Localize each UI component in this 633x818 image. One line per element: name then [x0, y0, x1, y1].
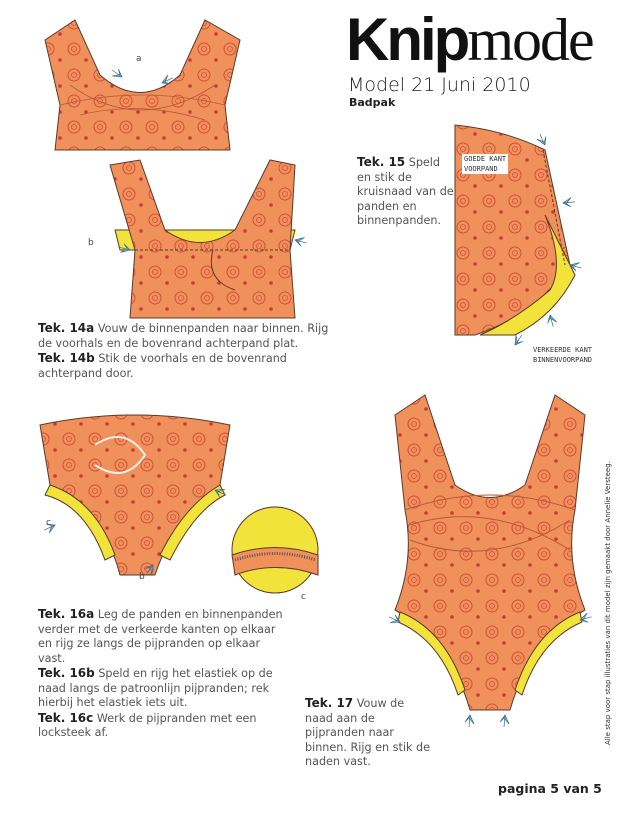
subtitle: Badpak: [349, 96, 396, 109]
goede-kant-line2: VOORPAND: [464, 165, 498, 173]
figure-16c-detail: [231, 506, 319, 594]
knipmode-logo: Knipmode: [346, 6, 595, 73]
step-16-text: Tek. 16a Leg de panden en binnenpanden v…: [38, 607, 283, 741]
verkeerde-kant-line2: BINNENVOORPAND: [533, 356, 593, 364]
step-16a-body: Leg de panden en binnenpanden verder met…: [38, 608, 283, 665]
page-number: pagina 5 van 5: [498, 781, 602, 796]
model-title: Model 21 Juni 2010: [348, 74, 531, 96]
step-15-text: Tek. 15 Speld en stik de kruisnaad van d…: [357, 155, 457, 229]
label-a: a: [136, 54, 142, 64]
step-15-tag: Tek. 15: [357, 155, 406, 169]
step-16b-tag: Tek. 16b: [38, 666, 95, 680]
step-16c-body: Werk de pijpranden met een locksteek af.: [38, 711, 257, 740]
figure-17-illustration: [387, 394, 594, 728]
figure-16-illustration: [39, 414, 231, 578]
label-b: b: [88, 238, 94, 248]
logo-light: mode: [467, 7, 594, 73]
figure-14b-illustration: [109, 159, 308, 319]
label-verkeerde-kant: VERKEERDE KANT BINNENVOORPAND: [533, 345, 592, 365]
step-14-text: Tek. 14a Vouw de binnenpanden naar binne…: [38, 321, 338, 381]
label-b-16: b: [139, 572, 145, 582]
step-14a-tag: Tek. 14a: [38, 321, 95, 335]
goede-kant-line1: GOEDE KANT: [464, 155, 507, 163]
label-goede-kant: GOEDE KANT VOORPAND: [462, 154, 509, 174]
label-c-right: c: [301, 592, 306, 602]
step-14b-text: Stik de voorhals en de bovenrand achterp…: [38, 352, 287, 380]
figure-15-illustration: [454, 124, 583, 348]
step-17-body: Vouw de naad aan de pijpranden naar binn…: [305, 697, 430, 768]
step-15-body: Speld en stik de kruisnaad van de panden…: [357, 156, 454, 227]
step-16b-body: Speld en rijg het elastiek op de naad la…: [38, 667, 273, 709]
figure-14a-illustration: [44, 19, 241, 151]
step-14b-tag: Tek. 14b: [38, 351, 95, 365]
logo-bold: Knip: [346, 6, 470, 73]
step-14a-text: Vouw de binnenpanden naar binnen. Rijg d…: [38, 322, 329, 350]
label-c-left: c: [46, 518, 51, 528]
step-17-tag: Tek. 17: [305, 696, 354, 710]
illustration-credit: Alle stap voor stap illustraties van dit…: [604, 461, 612, 745]
step-16a-tag: Tek. 16a: [38, 607, 95, 621]
verkeerde-kant-line1: VERKEERDE KANT: [533, 346, 593, 354]
step-16c-tag: Tek. 16c: [38, 710, 94, 725]
step-17-text: Tek. 17 Vouw de naad aan de pijpranden n…: [305, 696, 435, 770]
